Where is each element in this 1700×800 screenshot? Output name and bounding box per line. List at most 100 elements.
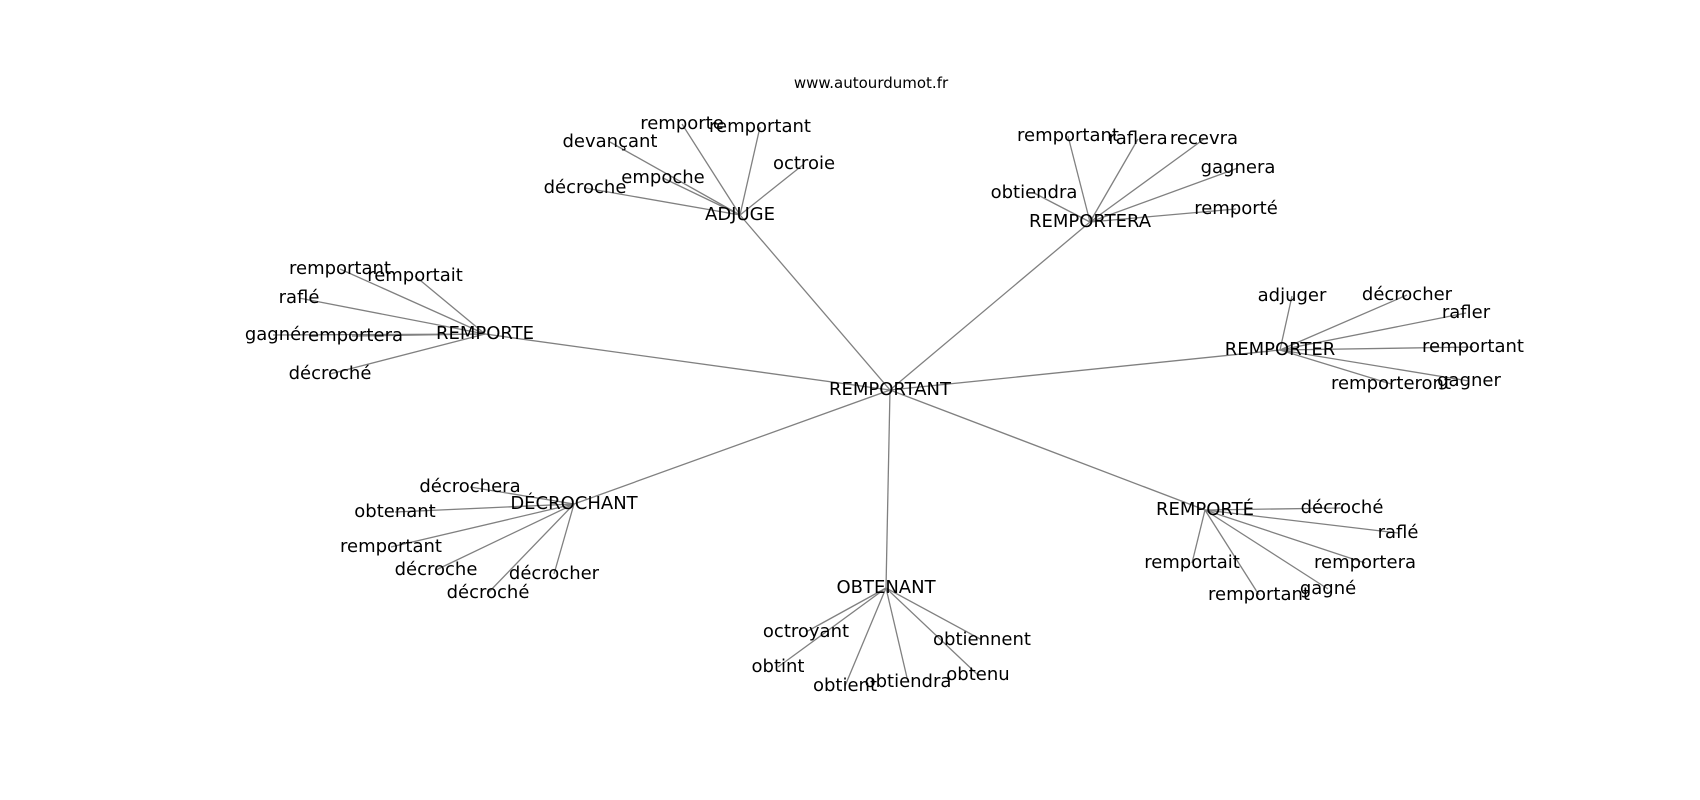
leaf-word[interactable]: obtiendra [865,671,952,692]
edge-hub-leaf [1204,509,1329,590]
edge-center-hub [484,333,891,391]
edge-hub-leaf [1204,509,1399,534]
edge-hub-leaf [1067,135,1091,223]
edge-hub-leaf [1279,346,1474,351]
edge-hub-leaf [1089,167,1239,223]
edge-center-hub [889,389,1206,511]
edge-hub-leaf [885,587,979,676]
edge-hub-leaf [805,587,887,633]
hub-word[interactable]: DÉCROCHANT [510,492,638,514]
leaf-word[interactable]: remportant [1208,584,1310,605]
leaf-word[interactable]: remporteront [1331,373,1451,394]
leaf-word[interactable]: remporte [640,113,724,134]
edge-hub-leaf [1279,349,1392,385]
edge-hub-leaf [681,123,741,216]
leaf-word[interactable]: remportera [301,325,403,346]
edge-hub-leaf [1279,294,1408,351]
leaf-word[interactable]: remportait [1144,552,1240,573]
leaf-word[interactable]: remportant [1422,336,1524,357]
leaf-word[interactable]: raflé [1378,522,1419,543]
edge-hub-leaf [1089,208,1237,223]
leaf-word[interactable]: rafler [1442,302,1491,323]
hub-word[interactable]: OBTENANT [836,577,936,598]
center-word[interactable]: REMPORTANT [829,379,952,400]
leaf-word[interactable]: raflé [279,287,320,308]
edge-hub-leaf [1191,509,1206,564]
edge-hub-leaf [885,587,983,641]
leaf-word[interactable]: octroie [773,153,835,174]
edge-center-hub [889,349,1281,391]
edge-center-hub [885,389,891,589]
leaf-word[interactable]: remportant [1017,125,1119,146]
leaf-word[interactable]: obtint [752,656,805,677]
site-url: www.autourdumot.fr [794,74,949,90]
edge-hub-leaf [553,503,575,575]
leaf-word[interactable]: remporté [1194,198,1278,219]
edge-hub-leaf [298,297,486,335]
leaf-word[interactable]: obtiennent [933,629,1031,650]
leaf-word[interactable]: obtient [813,675,877,696]
leaf-word[interactable]: remportant [289,258,391,279]
leaf-word[interactable]: adjuger [1258,285,1327,306]
edge-hub-leaf [339,268,486,335]
edge-hub-leaf [1279,295,1293,351]
hub-word[interactable]: REMPORTE [436,323,534,344]
leaf-word[interactable]: gagné [1300,578,1356,599]
edge-center-hub [739,214,891,391]
edge-hub-leaf [885,587,909,683]
hub-word[interactable]: REMPORTER [1225,339,1336,360]
leaf-word[interactable]: remportait [367,265,463,286]
leaf-word[interactable]: obtenant [354,501,435,522]
edge-hub-leaf [1204,507,1343,511]
leaf-word[interactable]: décroche [544,177,627,198]
edge-hub-leaf [351,333,486,337]
edge-hub-leaf [329,333,486,375]
edges [272,123,1474,687]
edge-hub-leaf [390,503,575,548]
hub-word[interactable]: REMPORTÉ [1156,498,1254,520]
edge-hub-leaf [394,503,575,513]
leaf-word[interactable]: décroché [447,582,530,603]
edge-hub-leaf [609,141,741,216]
leaf-word[interactable]: remportant [709,116,811,137]
edge-hub-leaf [662,177,741,216]
leaf-word[interactable]: décrocher [509,563,600,584]
hub-word[interactable]: ADJUGE [705,204,775,225]
edge-hub-leaf [739,163,805,216]
edge-hub-leaf [844,587,887,687]
edge-hub-leaf [435,503,575,571]
leaf-word[interactable]: obtiendra [991,182,1078,203]
edge-hub-leaf [1279,312,1467,351]
leaf-word[interactable]: raflera [1108,128,1167,149]
leaf-word[interactable]: gagné [245,324,301,345]
leaf-word[interactable]: décroche [395,559,478,580]
leaf-word[interactable]: remportera [1314,552,1416,573]
leaf-word[interactable]: décroché [289,363,372,384]
edge-hub-leaf [487,503,575,594]
leaf-word[interactable]: gagnera [1201,157,1276,178]
edge-hub-leaf [1089,138,1139,223]
edge-center-hub [573,389,891,505]
leaf-word[interactable]: octroyant [763,621,849,642]
leaf-word[interactable]: décrochera [419,476,520,497]
edge-hub-leaf [469,486,575,505]
edge-hub-leaf [1033,192,1091,223]
edge-hub-leaf [1204,509,1366,564]
edge-hub-leaf [777,587,887,668]
leaf-word[interactable]: devançant [563,131,658,152]
leaf-word[interactable]: obtenu [946,664,1009,685]
edge-hub-leaf [414,275,486,335]
hub-word[interactable]: REMPORTERA [1029,211,1152,232]
leaf-word[interactable]: décrocher [1362,284,1453,305]
edge-hub-leaf [584,187,741,216]
leaf-word[interactable]: recevra [1170,128,1238,149]
leaf-word[interactable]: empoche [621,167,704,188]
labels: remporteremportantdevançantoctroieempoch… [245,113,1524,696]
edge-center-hub [889,221,1091,391]
edge-hub-leaf [739,126,761,216]
leaf-word[interactable]: remportant [340,536,442,557]
leaf-word[interactable]: gagner [1437,370,1501,391]
leaf-word[interactable]: décroché [1301,497,1384,518]
edge-hub-leaf [1089,138,1205,223]
